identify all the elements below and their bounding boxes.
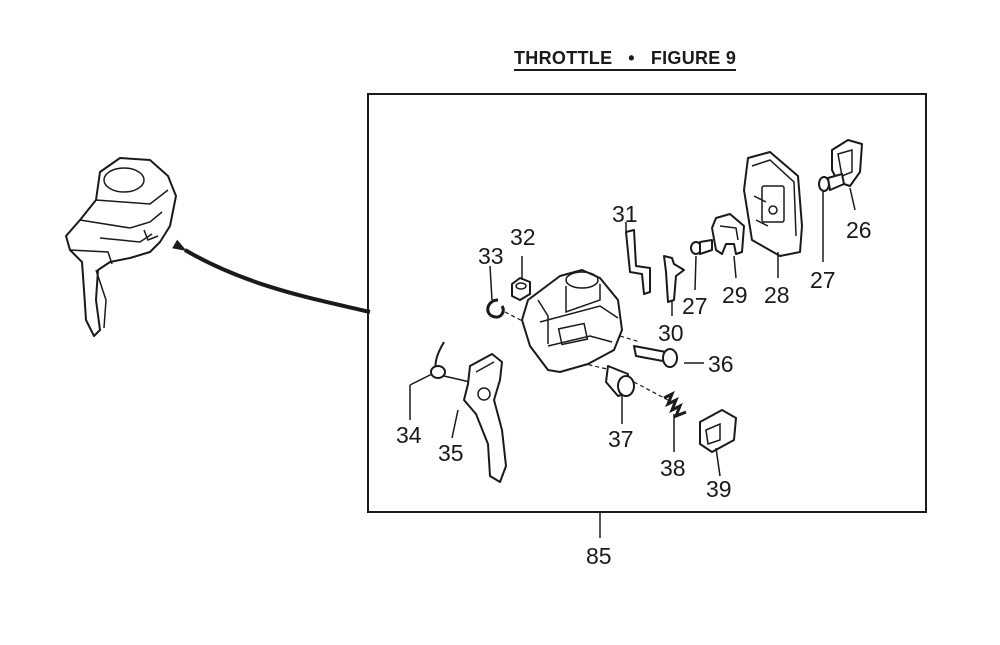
part-36-pin xyxy=(633,345,678,368)
callout-35: 35 xyxy=(438,440,464,466)
part-38-spring xyxy=(663,390,687,419)
part-34-spring xyxy=(430,341,471,383)
part-39-button xyxy=(699,409,737,453)
callout-36: 36 xyxy=(708,351,734,377)
title-figure: FIGURE 9 xyxy=(650,48,737,68)
callout-39: 39 xyxy=(706,476,732,502)
part-31-bracket xyxy=(625,229,651,295)
part-27-screw-middle xyxy=(690,239,713,255)
callout-30: 30 xyxy=(658,320,684,346)
callout-38: 38 xyxy=(660,455,686,481)
part-28-plate xyxy=(743,151,803,257)
callout-28: 28 xyxy=(764,282,790,308)
callout-33: 33 xyxy=(478,243,504,269)
throttle-housing xyxy=(521,269,623,373)
callout-27-right: 27 xyxy=(810,267,836,293)
assembly-arrow xyxy=(172,239,371,314)
part-27-screw-right xyxy=(818,173,845,192)
callout-85-assembly: 85 xyxy=(586,543,612,569)
part-33-ring xyxy=(486,298,505,319)
callout-26: 26 xyxy=(846,217,872,243)
part-37-plunger xyxy=(605,365,635,397)
part-32-nut xyxy=(511,277,531,301)
part-29-clip xyxy=(711,213,745,255)
part-35-trigger xyxy=(463,353,507,483)
callout-31: 31 xyxy=(612,201,638,227)
callout-29: 29 xyxy=(722,282,748,308)
callout-34: 34 xyxy=(396,422,422,448)
figure-title: THROTTLE • FIGURE 9 xyxy=(514,48,756,71)
callout-32: 32 xyxy=(510,224,536,250)
assembled-throttle-illustration xyxy=(65,157,177,337)
title-main: THROTTLE xyxy=(514,48,613,68)
title-separator: • xyxy=(628,48,635,68)
parts-frame xyxy=(367,93,927,513)
part-30-bracket xyxy=(663,255,685,303)
callout-27-middle: 27 xyxy=(682,293,708,319)
callout-37: 37 xyxy=(608,426,634,452)
